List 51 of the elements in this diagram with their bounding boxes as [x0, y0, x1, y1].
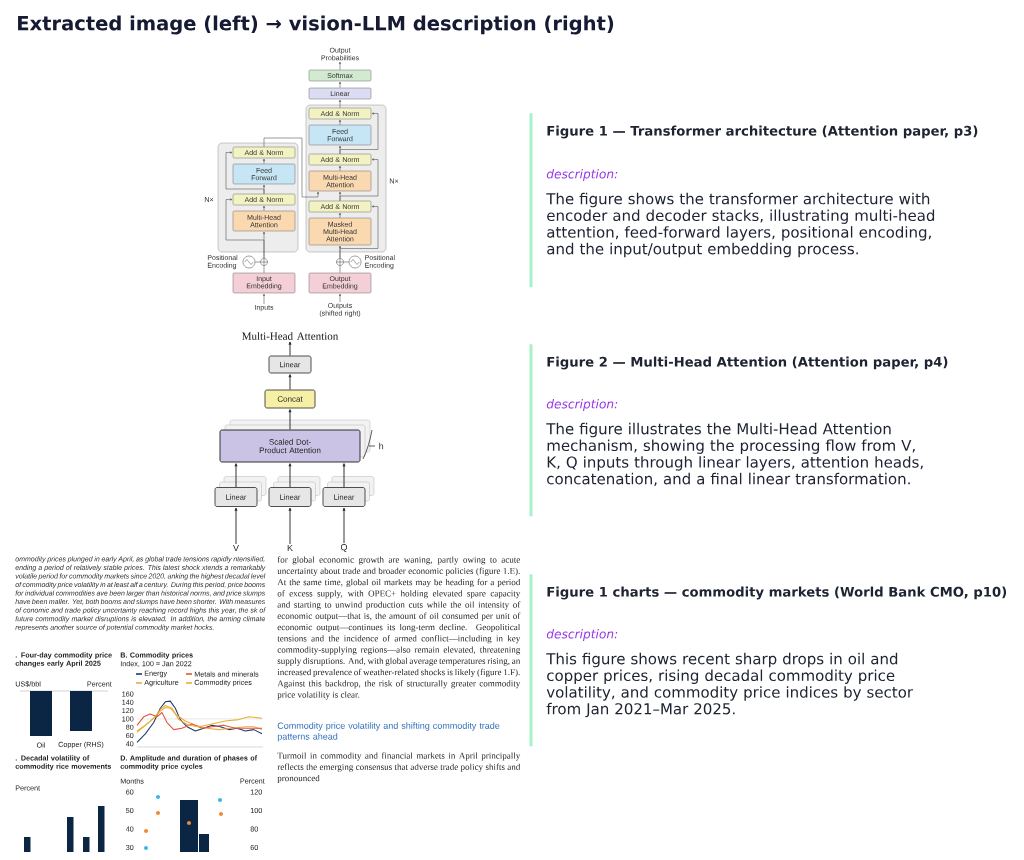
concat-box: Concat — [264, 389, 316, 409]
arrow — [288, 341, 292, 357]
arrow — [338, 119, 342, 126]
model-label: description: — [546, 629, 618, 641]
arrow — [338, 212, 342, 219]
arrow — [339, 112, 379, 155]
arrow — [342, 463, 346, 488]
connector-line — [263, 265, 265, 274]
arrow — [288, 409, 292, 430]
connector-line — [254, 261, 261, 263]
arrow — [263, 293, 266, 305]
sum-symbol — [336, 258, 344, 266]
arrow — [338, 61, 342, 71]
arrow — [288, 374, 292, 391]
description-text: This figure shows recent sharp drops in oil and copper prices, rising decadal commodity price volatility, and commodity price indices by sector from Jan 2021–Mar 2025. — [546, 652, 914, 718]
arrow — [338, 81, 342, 89]
arrow — [288, 507, 292, 545]
section-heading: Commodity price volatility and shifting commodity trade patterns ahead — [277, 722, 500, 742]
arrow — [263, 158, 266, 165]
head-count-label: h — [379, 442, 384, 450]
arrow — [225, 198, 265, 259]
description-text: The figure illustrates the Multi-Head Attention mechanism, showing the processing flow from V, K, Q inputs through linear layers, attention heads, concatenation, and a final linear transformation. — [546, 422, 923, 486]
card-heading: Figure 1 — Transformer architecture (Attention paper, p3) — [547, 125, 978, 139]
description-text: The figure shows the transformer architecture with encoder and decoder stacks, illustrating multi-head attention, feed-forward layers, positional encoding, and the input/output embedding process. — [546, 192, 935, 258]
figure-title: Multi-Head Attention — [242, 332, 339, 340]
card-heading: Figure 1 charts — commodity markets (World Bank CMO, p10) — [547, 586, 1007, 600]
body-paragraph: Turmoil in commodity and financial markets in April principally reflects the emerging consensus that adverse trade policy shifts and pronounced — [277, 752, 521, 784]
sum-symbol — [260, 258, 268, 266]
input-letter: V — [233, 544, 239, 552]
arrow — [263, 137, 320, 198]
arrow — [338, 99, 342, 109]
arrow — [338, 165, 342, 172]
model-label: description: — [546, 169, 618, 181]
arrow — [234, 507, 238, 545]
connector-line — [343, 261, 350, 263]
title: Extracted image (left) → vision-LLM description (right) — [18, 15, 614, 35]
body-paragraph: for global economic growth are waning, partly owing to acute uncertainty about trade and broader economic policies (figure 1.E). At the same time, global oil markets may be heading for a period of excess supply, with OPEC+ holding elevated spare capacity and starting to unwind production cuts while the oil intensity of economic output—that is, the amount of oil consumed per unit of economic output—continues its long-term decline. Geopolitical tensions and the incidence of armed conflict—including in key commodity-supplying regions—also remain elevated, threatening supply disruptions. And, with global average temperatures rising, an increased prevalence of weather-related shocks is likely (figure 1.F). Against this backdrop, the risk of structurally greater commodity price volatility is clear. — [277, 556, 521, 700]
arrow — [338, 293, 342, 303]
input-letter: K — [287, 544, 293, 552]
connector-line — [339, 265, 341, 274]
arrow — [288, 463, 292, 488]
arrow — [339, 158, 379, 202]
arrow — [234, 463, 238, 488]
arrow — [339, 205, 379, 259]
input-letter: Q — [340, 544, 348, 552]
model-label: description: — [546, 399, 618, 411]
arrow — [342, 507, 346, 544]
card-heading: Figure 2 — Multi-Head Attention (Attention paper, p4) — [547, 356, 948, 370]
arrow — [263, 205, 266, 212]
arrow — [225, 151, 265, 195]
attention-box: Scaled Dot-Product Attention — [219, 419, 371, 463]
